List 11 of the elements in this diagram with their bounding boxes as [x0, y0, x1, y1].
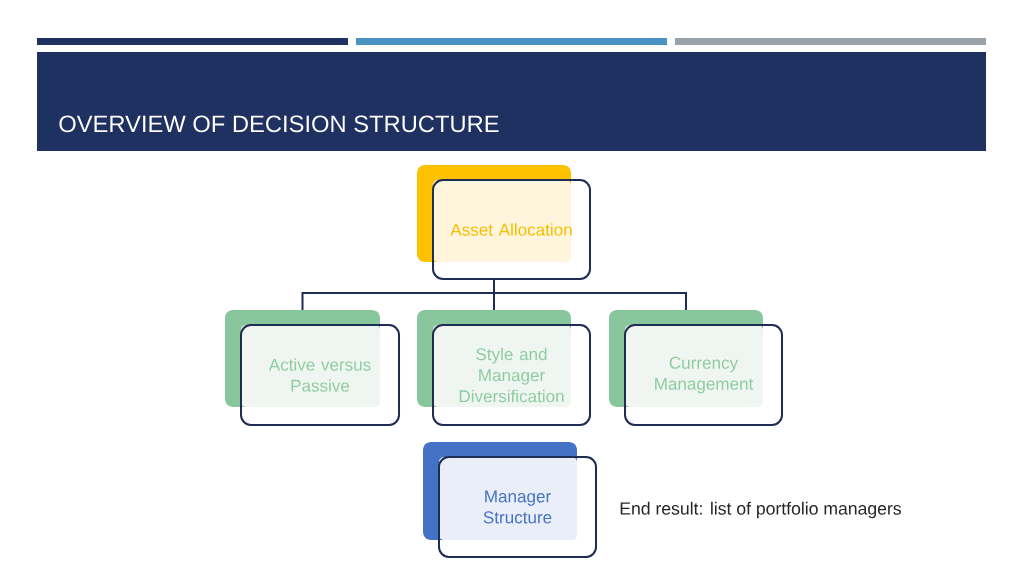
note-text: End result: list of portfolio managers [620, 501, 901, 519]
connector-line [301, 292, 495, 311]
process-box: Manager Structure [423, 442, 597, 558]
connector-line [493, 292, 495, 311]
slide-title: OVERVIEW OF DECISION STRUCTURE [59, 115, 499, 133]
process-box: Asset Allocation [417, 165, 591, 280]
connector-line [493, 292, 687, 311]
process-box: Active versus Passive [225, 310, 400, 426]
process-box: Currency Management [609, 310, 783, 426]
connector-line [493, 278, 495, 294]
process-box: Style and Manager Diversification [417, 310, 591, 426]
